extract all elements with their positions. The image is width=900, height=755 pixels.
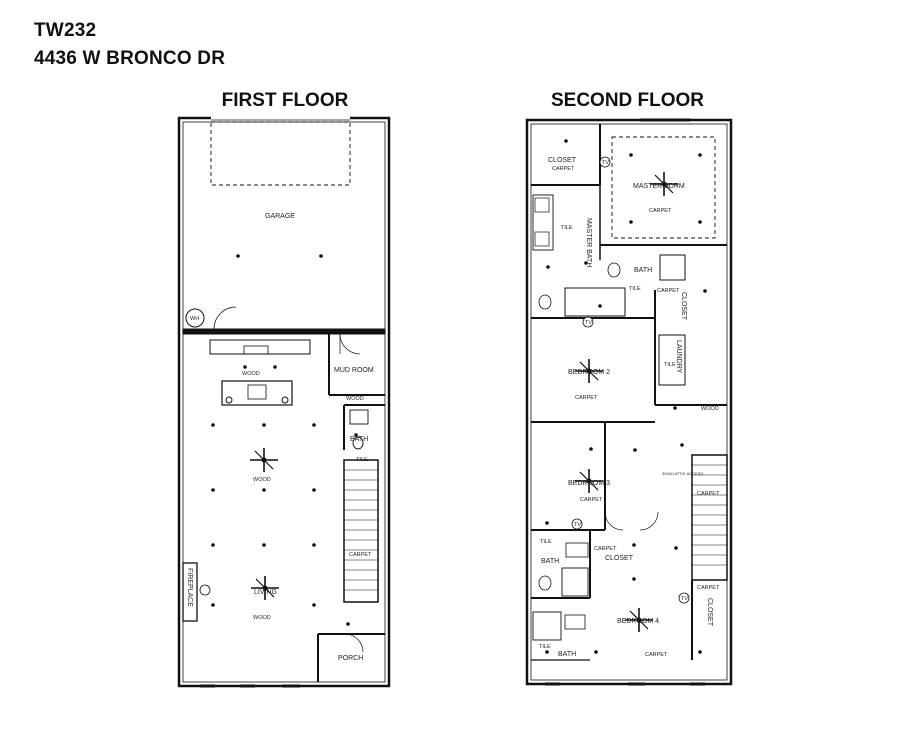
tag-wood-dining: WOOD [253, 477, 271, 483]
label-laundry: LAUNDRY [675, 340, 682, 374]
tag-carpet-stairs2: CARPET [697, 491, 720, 497]
second-floor-lights [545, 139, 707, 654]
tag-wood-living: WOOD [253, 615, 271, 621]
label-bath-2a: BATH [634, 267, 652, 274]
tag-carpet-bed4: CARPET [645, 652, 668, 658]
label-fireplace: FIREPLACE [186, 568, 193, 607]
property-address: 4436 W BRONCO DR [34, 48, 226, 69]
tag-carpet-hall: CARPET [657, 288, 680, 294]
label-attic: 30X30 ATTIC ACCESS [662, 471, 703, 476]
tag-carpet-bed3: CARPET [580, 497, 603, 503]
label-closet-1: CLOSET [548, 157, 577, 164]
tag-tile-bath2: TILE [629, 286, 641, 292]
label-porch: PORCH [338, 655, 363, 662]
tag-tv-4: TV [681, 596, 688, 602]
tag-wh: WH [190, 316, 199, 322]
tag-tile-bath: TILE [356, 457, 368, 463]
label-bedroom-2: BEDROOM 2 [568, 369, 610, 376]
first-floor-title: FIRST FLOOR [221, 90, 349, 111]
label-bedroom-4: BEDROOM 4 [617, 618, 659, 625]
label-closet-4: CLOSET [706, 598, 713, 627]
label-bath-3: BATH [541, 558, 559, 565]
plan-code: TW232 [34, 20, 97, 41]
tag-tile-laundry: TILE [664, 362, 676, 368]
tag-tv-3: TV [574, 522, 581, 528]
label-bedroom-3: BEDROOM 3 [568, 480, 610, 487]
label-bath-4: BATH [558, 651, 576, 658]
first-floor-plan [177, 115, 391, 688]
tag-tv-1: TV [602, 160, 609, 166]
second-floor-plan [525, 118, 733, 686]
tag-carpet-closet3: CARPET [594, 546, 617, 552]
tag-carpet-master: CARPET [649, 208, 672, 214]
label-bath-1: BATH [350, 436, 368, 443]
tag-carpet-stairs: CARPET [349, 552, 372, 558]
tag-tile-bath3: TILE [540, 539, 552, 545]
tag-wood-mudroom: WOOD [346, 396, 364, 402]
label-closet-3: CLOSET [605, 555, 634, 562]
label-mud-room: MUD ROOM [334, 367, 374, 374]
tag-carpet-closet1: CARPET [552, 166, 575, 172]
label-garage: GARAGE [265, 213, 295, 220]
label-master-bedroom: MASTER BDRM [633, 183, 685, 190]
tag-carpet-closet4: CARPET [697, 585, 720, 591]
first-floor-lights [211, 254, 358, 626]
label-master-bath: MASTER BATH [585, 218, 592, 267]
tag-tv-2: TV [585, 320, 592, 326]
tag-wood-kitchen: WOOD [242, 371, 260, 377]
tag-carpet-bed2: CARPET [575, 395, 598, 401]
tag-tile-mbath: TILE [561, 225, 573, 231]
label-closet-2: CLOSET [680, 292, 687, 321]
tag-wood-landing: WOOD [701, 406, 719, 412]
label-living: LIVING [254, 589, 277, 596]
tv-icons [571, 156, 690, 604]
tag-tile-bath4: TILE [539, 644, 551, 650]
second-floor-title: SECOND FLOOR [550, 90, 705, 111]
